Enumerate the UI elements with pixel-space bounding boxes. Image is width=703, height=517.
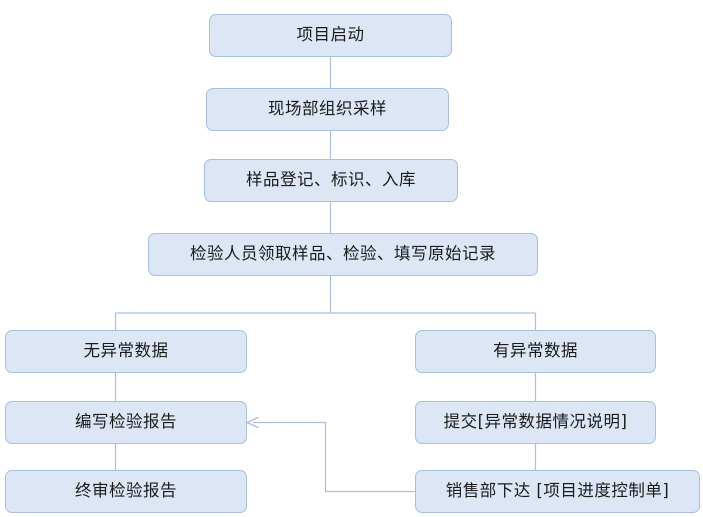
node-sampling[interactable]: 现场部组织采样	[206, 88, 449, 131]
node-final-report[interactable]: 终审检验报告	[5, 470, 247, 513]
arrowhead-icon	[246, 416, 259, 429]
node-write-report[interactable]: 编写检验报告	[5, 401, 247, 444]
node-start-label: 项目启动	[296, 25, 365, 45]
node-submit-explanation-label: 提交[异常数据情况说明]	[443, 412, 628, 432]
node-start[interactable]: 项目启动	[209, 14, 452, 57]
node-register[interactable]: 样品登记、标识、入库	[204, 159, 458, 202]
node-sales-order[interactable]: 销售部下达 [项目进度控制单]	[415, 470, 700, 513]
node-abnormal-data-label: 有异常数据	[493, 341, 578, 361]
node-write-report-label: 编写检验报告	[75, 412, 177, 432]
node-register-label: 样品登记、标识、入库	[246, 170, 416, 190]
node-normal-data-label: 无异常数据	[83, 341, 169, 361]
node-normal-data[interactable]: 无异常数据	[5, 330, 247, 373]
edge-salesorder-to-writereport	[253, 421, 415, 493]
node-inspect-label: 检验人员领取样品、检验、填写原始记录	[190, 244, 496, 264]
node-abnormal-data[interactable]: 有异常数据	[415, 330, 656, 373]
node-submit-explanation[interactable]: 提交[异常数据情况说明]	[415, 401, 656, 444]
node-inspect[interactable]: 检验人员领取样品、检验、填写原始记录	[148, 233, 538, 276]
node-final-report-label: 终审检验报告	[75, 481, 177, 501]
node-sampling-label: 现场部组织采样	[268, 99, 387, 119]
node-sales-order-label: 销售部下达 [项目进度控制单]	[445, 481, 670, 501]
